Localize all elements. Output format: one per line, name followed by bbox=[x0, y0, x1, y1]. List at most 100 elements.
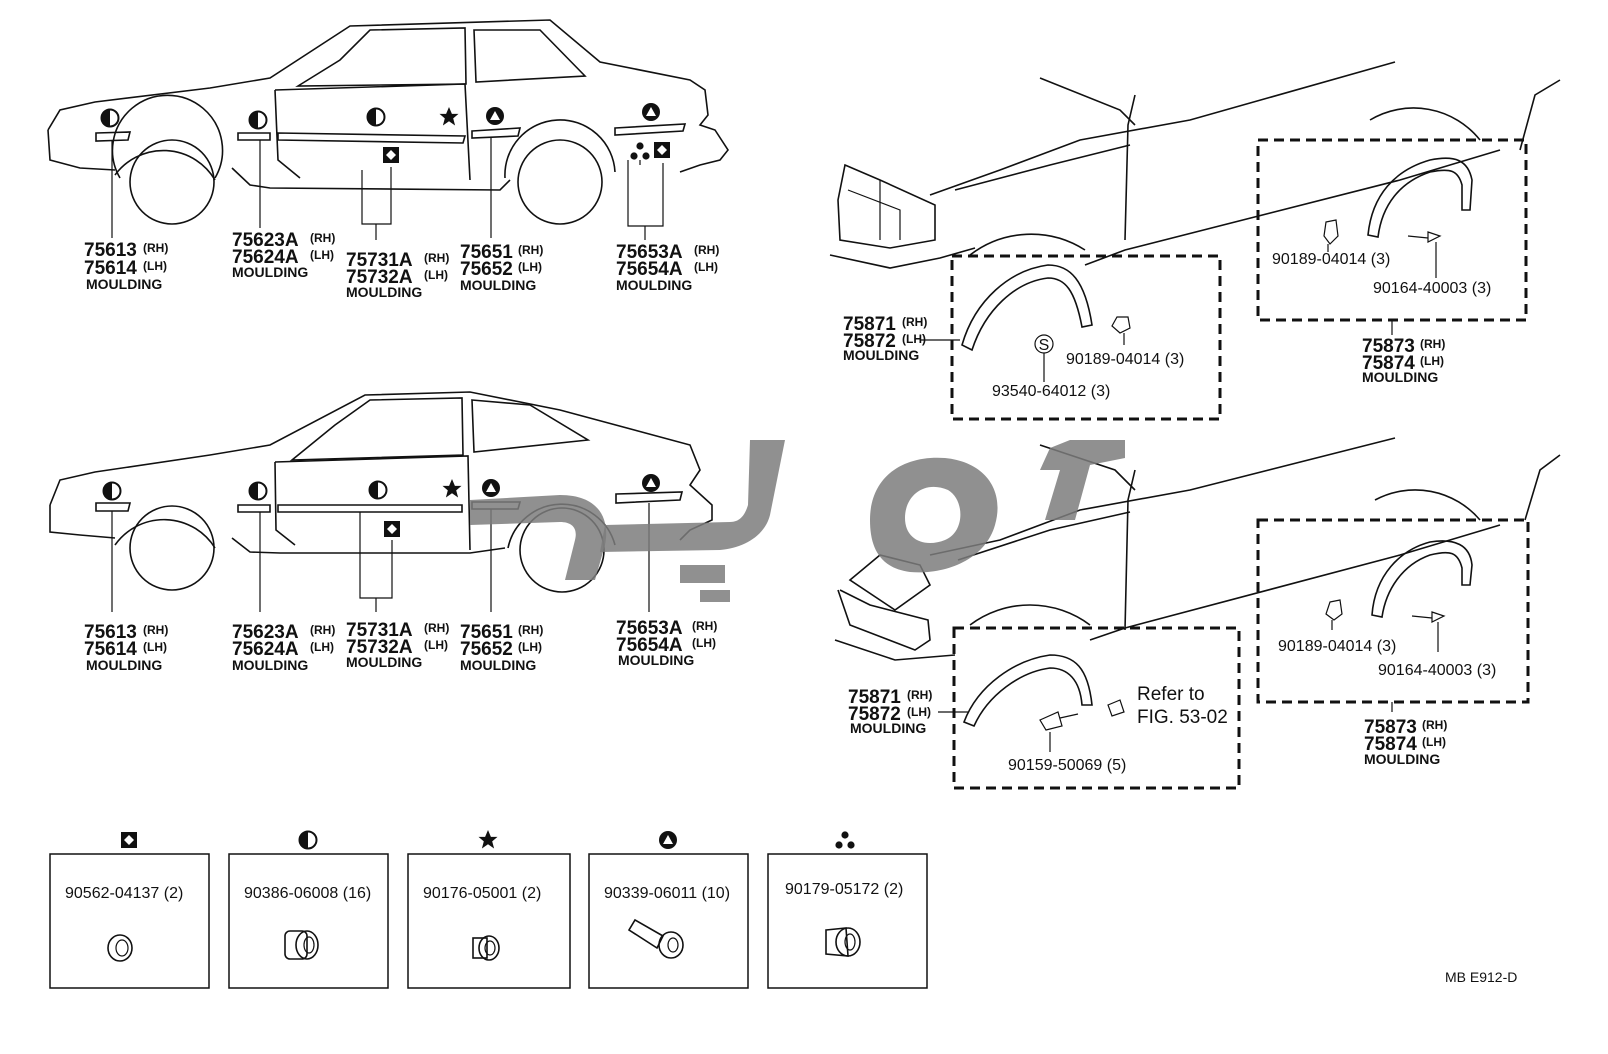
svg-text:(RH): (RH) bbox=[518, 623, 543, 637]
svg-text:(LH): (LH) bbox=[518, 640, 542, 654]
svg-text:75623A: 75623A bbox=[232, 622, 299, 643]
svg-text:(LH): (LH) bbox=[310, 640, 334, 654]
svg-text:75871: 75871 bbox=[843, 314, 896, 335]
svg-text:(RH): (RH) bbox=[143, 623, 168, 637]
svg-text:75731A: 75731A bbox=[346, 620, 413, 641]
upper-detail-illustration: S bbox=[829, 61, 1561, 421]
svg-text:(RH): (RH) bbox=[694, 243, 719, 257]
svg-text:90386-06008 (16): 90386-06008 (16) bbox=[244, 885, 371, 902]
svg-text:(LH): (LH) bbox=[1420, 354, 1444, 368]
svg-text:75732A: 75732A bbox=[346, 267, 413, 288]
upper-rear-screw-label: 90164-40003 (3) bbox=[1373, 280, 1491, 297]
lower-detail-illustration bbox=[834, 437, 1561, 790]
upper-front-s-part-label: 93540-64012 (3) bbox=[992, 383, 1110, 400]
figure-code: MB E912-D bbox=[1445, 969, 1517, 985]
upper-front-clip-label: 90189-04014 (3) bbox=[1066, 351, 1184, 368]
three-dots-icon bbox=[835, 831, 855, 849]
svg-text:75874: 75874 bbox=[1364, 734, 1417, 755]
svg-text:75731A: 75731A bbox=[346, 250, 413, 271]
svg-text:(RH): (RH) bbox=[518, 243, 543, 257]
lower-rear-screw-label: 90164-40003 (3) bbox=[1378, 662, 1496, 679]
lower-callout-75623a: 75623A (RH) 75624A (LH) MOULDING bbox=[232, 622, 335, 673]
svg-text:MOULDING: MOULDING bbox=[1364, 751, 1440, 767]
lower-front-screw-label: 90159-50069 (5) bbox=[1008, 757, 1126, 774]
svg-text:(LH): (LH) bbox=[424, 638, 448, 652]
svg-text:75651: 75651 bbox=[460, 622, 513, 643]
fastener-legend-three-dots: 90179-05172 (2) bbox=[767, 831, 928, 989]
upper-callout-75651: 75651 (RH) 75652 (LH) MOULDING bbox=[460, 242, 543, 293]
svg-text:(LH): (LH) bbox=[902, 332, 926, 346]
upper-callout-75731a: 75731A (RH) 75732A (LH) MOULDING bbox=[346, 250, 449, 300]
upper-car-illustration bbox=[47, 19, 729, 240]
svg-text:(RH): (RH) bbox=[902, 315, 927, 329]
svg-text:MOULDING: MOULDING bbox=[843, 347, 919, 363]
svg-text:75623A: 75623A bbox=[232, 230, 299, 251]
refer-figure-label: FIG. 53-02 bbox=[1137, 707, 1228, 728]
svg-text:90176-05001 (2): 90176-05001 (2) bbox=[423, 885, 541, 902]
svg-text:(LH): (LH) bbox=[694, 260, 718, 274]
svg-text:(RH): (RH) bbox=[1422, 718, 1447, 732]
svg-text:MOULDING: MOULDING bbox=[232, 657, 308, 673]
svg-text:MOULDING: MOULDING bbox=[346, 654, 422, 670]
svg-text:(LH): (LH) bbox=[424, 268, 448, 282]
svg-text:90339-06011 (10): 90339-06011 (10) bbox=[604, 885, 730, 902]
square-diamond-icon bbox=[121, 832, 137, 848]
lower-car-illustration bbox=[49, 391, 713, 612]
svg-text:(RH): (RH) bbox=[692, 619, 717, 633]
svg-text:75873: 75873 bbox=[1364, 717, 1417, 738]
svg-text:75653A: 75653A bbox=[616, 618, 683, 639]
svg-text:75872: 75872 bbox=[848, 704, 901, 725]
fastener-legend-half-circle: 90386-06008 (16) bbox=[228, 830, 389, 989]
svg-text:75652: 75652 bbox=[460, 639, 513, 660]
svg-text:MOULDING: MOULDING bbox=[86, 657, 162, 673]
lower-rear-clip-label: 90189-04014 (3) bbox=[1278, 638, 1396, 655]
svg-text:MOULDING: MOULDING bbox=[618, 652, 694, 668]
svg-text:(RH): (RH) bbox=[310, 623, 335, 637]
svg-text:90179-05172 (2): 90179-05172 (2) bbox=[785, 881, 903, 898]
svg-text:MOULDING: MOULDING bbox=[86, 276, 162, 292]
svg-text:(LH): (LH) bbox=[692, 636, 716, 650]
fastener-legend-star: 90176-05001 (2) bbox=[407, 830, 571, 989]
lower-callout-75651: 75651 (RH) 75652 (LH) MOULDING bbox=[460, 622, 543, 673]
lower-callout-75653a: 75653A (RH) 75654A (LH) MOULDING bbox=[616, 618, 717, 668]
triangle-circle-icon bbox=[659, 831, 677, 849]
svg-text:MOULDING: MOULDING bbox=[1362, 369, 1438, 385]
svg-text:MOULDING: MOULDING bbox=[460, 277, 536, 293]
upper-callout-75653a: 75653A (RH) 75654A (LH) MOULDING bbox=[616, 242, 719, 293]
upper-rear-moulding-label: 75873 (RH) 75874 (LH) MOULDING bbox=[1362, 336, 1445, 385]
star-icon bbox=[478, 830, 498, 849]
svg-text:75624A: 75624A bbox=[232, 639, 299, 660]
lower-callout-75731a: 75731A (RH) 75732A (LH) MOULDING bbox=[346, 620, 449, 670]
upper-front-moulding-label: 75871 (RH) 75872 (LH) MOULDING bbox=[843, 314, 927, 363]
svg-text:(RH): (RH) bbox=[310, 231, 335, 245]
svg-text:75614: 75614 bbox=[84, 258, 137, 279]
svg-text:(RH): (RH) bbox=[424, 251, 449, 265]
lower-rear-moulding-label: 75873 (RH) 75874 (LH) MOULDING bbox=[1364, 717, 1447, 767]
svg-text:(LH): (LH) bbox=[907, 705, 931, 719]
svg-text:75872: 75872 bbox=[843, 331, 896, 352]
svg-text:(RH): (RH) bbox=[424, 621, 449, 635]
svg-text:(RH): (RH) bbox=[907, 688, 932, 702]
svg-text:75614: 75614 bbox=[84, 639, 137, 660]
svg-text:MOULDING: MOULDING bbox=[616, 277, 692, 293]
svg-text:75873: 75873 bbox=[1362, 336, 1415, 357]
svg-text:(RH): (RH) bbox=[143, 241, 168, 255]
svg-text:75654A: 75654A bbox=[616, 259, 683, 280]
svg-text:75653A: 75653A bbox=[616, 242, 683, 263]
upper-rear-clip-label: 90189-04014 (3) bbox=[1272, 251, 1390, 268]
svg-text:(LH): (LH) bbox=[143, 259, 167, 273]
svg-text:MOULDING: MOULDING bbox=[346, 284, 422, 300]
svg-text:(LH): (LH) bbox=[310, 248, 334, 262]
lower-front-moulding-label: 75871 (RH) 75872 (LH) MOULDING bbox=[848, 687, 932, 736]
svg-text:MOULDING: MOULDING bbox=[232, 264, 308, 280]
svg-text:S: S bbox=[1039, 337, 1050, 354]
svg-text:75613: 75613 bbox=[84, 622, 137, 643]
half-circle-icon bbox=[298, 830, 318, 850]
fastener-legend-triangle: 90339-06011 (10) bbox=[588, 831, 749, 989]
refer-to-label: Refer to bbox=[1137, 684, 1205, 705]
svg-text:75624A: 75624A bbox=[232, 247, 299, 268]
lower-callout-75613: 75613 (RH) 75614 (LH) MOULDING bbox=[84, 622, 168, 673]
upper-callout-75623a: 75623A (RH) 75624A (LH) MOULDING bbox=[232, 230, 335, 280]
svg-text:75652: 75652 bbox=[460, 259, 513, 280]
